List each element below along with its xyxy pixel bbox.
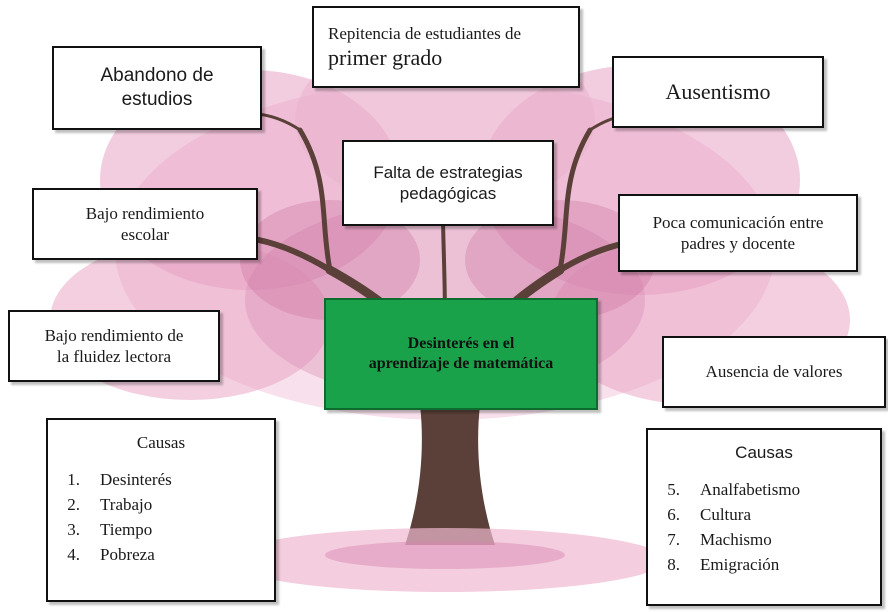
effect-ausencia-valores-label: Ausencia de valores [705, 362, 843, 382]
causes-right-box: Causas 5. Analfabetismo 6. Cultura 7. Machi… [646, 428, 882, 606]
causes-left-box: Causas 1. Desinterés 2. Trabajo 3. Tiempo 4… [46, 418, 276, 602]
cause-number: 8. [667, 555, 680, 575]
causes-left-title: Causas [136, 433, 186, 452]
effect-ausentismo-box: Ausentismo [612, 56, 824, 128]
cause-item: 6. Cultura [648, 502, 880, 527]
effect-bajo-rendimiento-line2: escolar [120, 225, 170, 244]
cause-label: Cultura [700, 505, 751, 525]
cause-number: 4. [67, 545, 80, 565]
effect-falta-estrategias-line2: pedagógicas [399, 184, 497, 203]
effect-ausencia-valores-box: Ausencia de valores [662, 336, 886, 408]
effect-falta-estrategias-line1: Falta de estrategias [373, 162, 523, 182]
central-problem-line1: Desinterés en el [407, 335, 515, 352]
cause-label: Tiempo [100, 520, 153, 540]
cause-label: Pobreza [100, 545, 155, 565]
cause-item: 4. Pobreza [48, 542, 274, 567]
effect-abandono-line2: estudios [121, 89, 193, 110]
tree-trunk [405, 405, 495, 545]
cause-label: Trabajo [100, 495, 153, 515]
effect-poca-comunicacion-line2: padres y docente [680, 234, 796, 253]
causes-right-title: Causas [735, 443, 793, 462]
cause-item: 3. Tiempo [48, 517, 274, 542]
effect-fluidez-lectora-box: Bajo rendimiento de la fluidez lectora [8, 310, 220, 382]
effect-fluidez-lectora-line1: Bajo rendimiento de [44, 325, 184, 345]
central-problem-box: Desinterés en el aprendizaje de matemáti… [324, 298, 598, 410]
cause-number: 6. [667, 505, 680, 525]
effect-repitencia-box: Repitencia de estudiantes de primer grad… [312, 6, 580, 88]
cause-label: Emigración [700, 555, 780, 575]
causes-right-list: 5. Analfabetismo 6. Cultura 7. Machismo 8. E… [648, 477, 880, 577]
effect-bajo-rendimiento-box: Bajo rendimiento escolar [32, 188, 258, 260]
causes-left-list: 1. Desinterés 2. Trabajo 3. Tiempo 4. Pobrez… [48, 467, 274, 567]
effect-bajo-rendimiento-line1: Bajo rendimiento [85, 203, 205, 223]
cause-item: 5. Analfabetismo [648, 477, 880, 502]
cause-label: Desinterés [100, 470, 172, 490]
effect-abandono-line1: Abandono de [100, 65, 214, 87]
central-problem-line2: aprendizaje de matemática [368, 355, 554, 372]
effect-repitencia-line2: primer grado [328, 44, 443, 70]
cause-item: 2. Trabajo [48, 492, 274, 517]
cause-number: 3. [67, 520, 80, 540]
cause-number: 2. [67, 495, 80, 515]
cause-label: Analfabetismo [700, 480, 801, 500]
cause-item: 7. Machismo [648, 527, 880, 552]
effect-fluidez-lectora-line2: la fluidez lectora [56, 347, 172, 366]
cause-number: 7. [667, 530, 680, 550]
cause-number: 5. [667, 480, 680, 500]
effect-ausentismo-label: Ausentismo [665, 79, 771, 105]
cause-number: 1. [67, 470, 80, 490]
cause-item: 8. Emigración [648, 552, 880, 577]
effect-abandono-box: Abandono de estudios [52, 46, 262, 130]
effect-repitencia-line1: Repitencia de estudiantes de [328, 23, 522, 43]
cause-item: 1. Desinterés [48, 467, 274, 492]
effect-poca-comunicacion-line1: Poca comunicación entre [652, 212, 824, 232]
effect-poca-comunicacion-box: Poca comunicación entre padres y docente [618, 194, 858, 272]
cause-label: Machismo [700, 530, 772, 550]
fallen-petals [225, 528, 665, 592]
effect-falta-estrategias-box: Falta de estrategias pedagógicas [342, 140, 554, 226]
